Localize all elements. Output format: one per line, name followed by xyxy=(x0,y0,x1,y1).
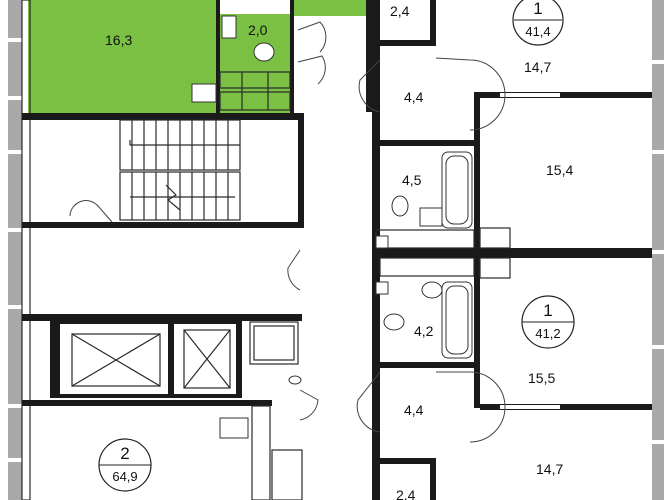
room-area-room-lower: 15,5 xyxy=(528,370,555,386)
highlighted-apartment[interactable] xyxy=(28,0,366,113)
toilet-upper xyxy=(391,195,409,217)
doors xyxy=(69,21,506,443)
window-marks xyxy=(500,93,560,409)
room-area-bath-upper: 4,5 xyxy=(402,172,422,188)
apartment-badge-bottom-left[interactable]: 2 64,9 xyxy=(98,438,152,492)
apartment-area-middle: 41,2 xyxy=(535,326,560,341)
apartment-number-bottom-left: 2 xyxy=(120,444,129,463)
green-living-room xyxy=(28,0,218,113)
left-inner-line xyxy=(21,0,31,500)
room-area-top-hall-small: 2,4 xyxy=(390,3,410,19)
bath-fixtures-lower xyxy=(375,257,511,359)
bath-fixtures-upper xyxy=(375,151,511,249)
green-sink xyxy=(221,15,237,39)
sink-upper xyxy=(419,207,443,227)
green-strip xyxy=(290,0,366,16)
apartment-number-top: 1 xyxy=(533,0,542,18)
apartment-badge-top[interactable]: 1 41,4 xyxy=(512,0,564,46)
room-area-green-living: 16,3 xyxy=(105,32,132,48)
green-bath-fixtures xyxy=(191,15,291,111)
room-area-hall-lower: 4,4 xyxy=(404,402,424,418)
left-exterior-wall xyxy=(8,0,22,500)
room-area-room-upper: 15,4 xyxy=(546,162,573,178)
green-toilet xyxy=(253,42,275,62)
elevators xyxy=(50,320,242,398)
apartment-area-top: 41,4 xyxy=(525,24,550,39)
staircase xyxy=(119,119,241,221)
room-area-hall-upper: 4,4 xyxy=(404,89,424,105)
room-area-bath-lower: 4,2 xyxy=(414,323,434,339)
room-area-bottom-hall-small: 2,4 xyxy=(396,487,416,500)
bottom-fixtures xyxy=(219,375,302,439)
service-rooms xyxy=(249,321,303,500)
apartment-area-bottom-left: 64,9 xyxy=(112,469,137,484)
room-area-top-room: 14,7 xyxy=(524,59,551,75)
room-area-green-bath: 2,0 xyxy=(248,22,268,38)
apartment-badge-middle[interactable]: 1 41,2 xyxy=(521,295,575,349)
apartment-number-middle: 1 xyxy=(543,301,552,320)
sink-lower xyxy=(421,281,443,299)
walls xyxy=(22,0,652,500)
room-area-bottom-room: 14,7 xyxy=(536,461,563,477)
toilet-lower xyxy=(383,313,405,331)
right-exterior-wall xyxy=(652,0,664,500)
